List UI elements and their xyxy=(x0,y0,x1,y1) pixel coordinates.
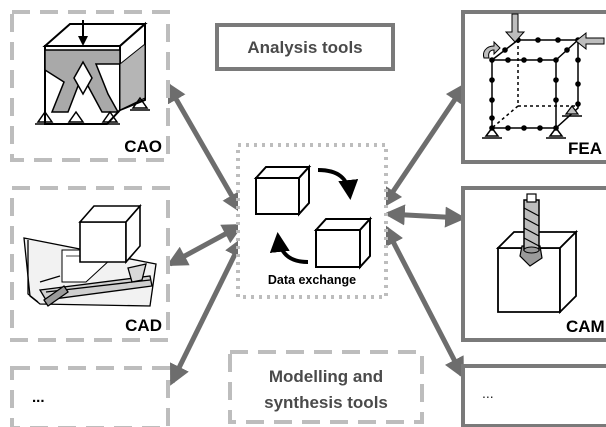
cao-label: CAO xyxy=(124,137,162,156)
left-more-label: ... xyxy=(32,389,45,406)
arrow-cad xyxy=(166,223,244,267)
modelling-tools-label-line1: Modelling and xyxy=(269,367,383,386)
analysis-tools-label: Analysis tools xyxy=(247,38,362,57)
cad-label: CAD xyxy=(125,316,162,335)
fea-label: FEA xyxy=(568,139,602,158)
cube-on-drafting-board-icon xyxy=(23,203,157,307)
modelling-tools-label-line2: synthesis tools xyxy=(264,393,388,412)
two-cubes-cycle-icon xyxy=(253,164,373,270)
cad-panel: CAD xyxy=(10,186,170,342)
arrow-left-more xyxy=(169,236,245,386)
cao-panel: CAO xyxy=(10,10,170,162)
cam-panel: CAM xyxy=(461,186,606,342)
support-icons xyxy=(35,96,150,125)
fea-mesh-icon xyxy=(482,13,605,139)
right-more-label: ... xyxy=(482,385,494,401)
arrow-cao xyxy=(165,81,243,214)
cam-label: CAM xyxy=(566,317,605,336)
arrow-right-more xyxy=(383,224,465,379)
topology-optimization-icon xyxy=(35,20,150,125)
analysis-tools-box: Analysis tools xyxy=(215,23,395,71)
fea-panel: FEA xyxy=(461,10,606,164)
milling-tool-icon xyxy=(495,193,579,315)
right-more-panel: ... xyxy=(461,364,606,427)
data-exchange-label: Data exchange xyxy=(268,273,356,287)
connector-arrows xyxy=(165,81,467,386)
left-more-panel: ... xyxy=(10,366,170,427)
arrow-cam xyxy=(383,204,467,228)
data-exchange-box: Data exchange xyxy=(236,143,388,299)
modelling-tools-box: Modelling and synthesis tools xyxy=(228,350,424,424)
arrow-fea xyxy=(381,82,467,209)
